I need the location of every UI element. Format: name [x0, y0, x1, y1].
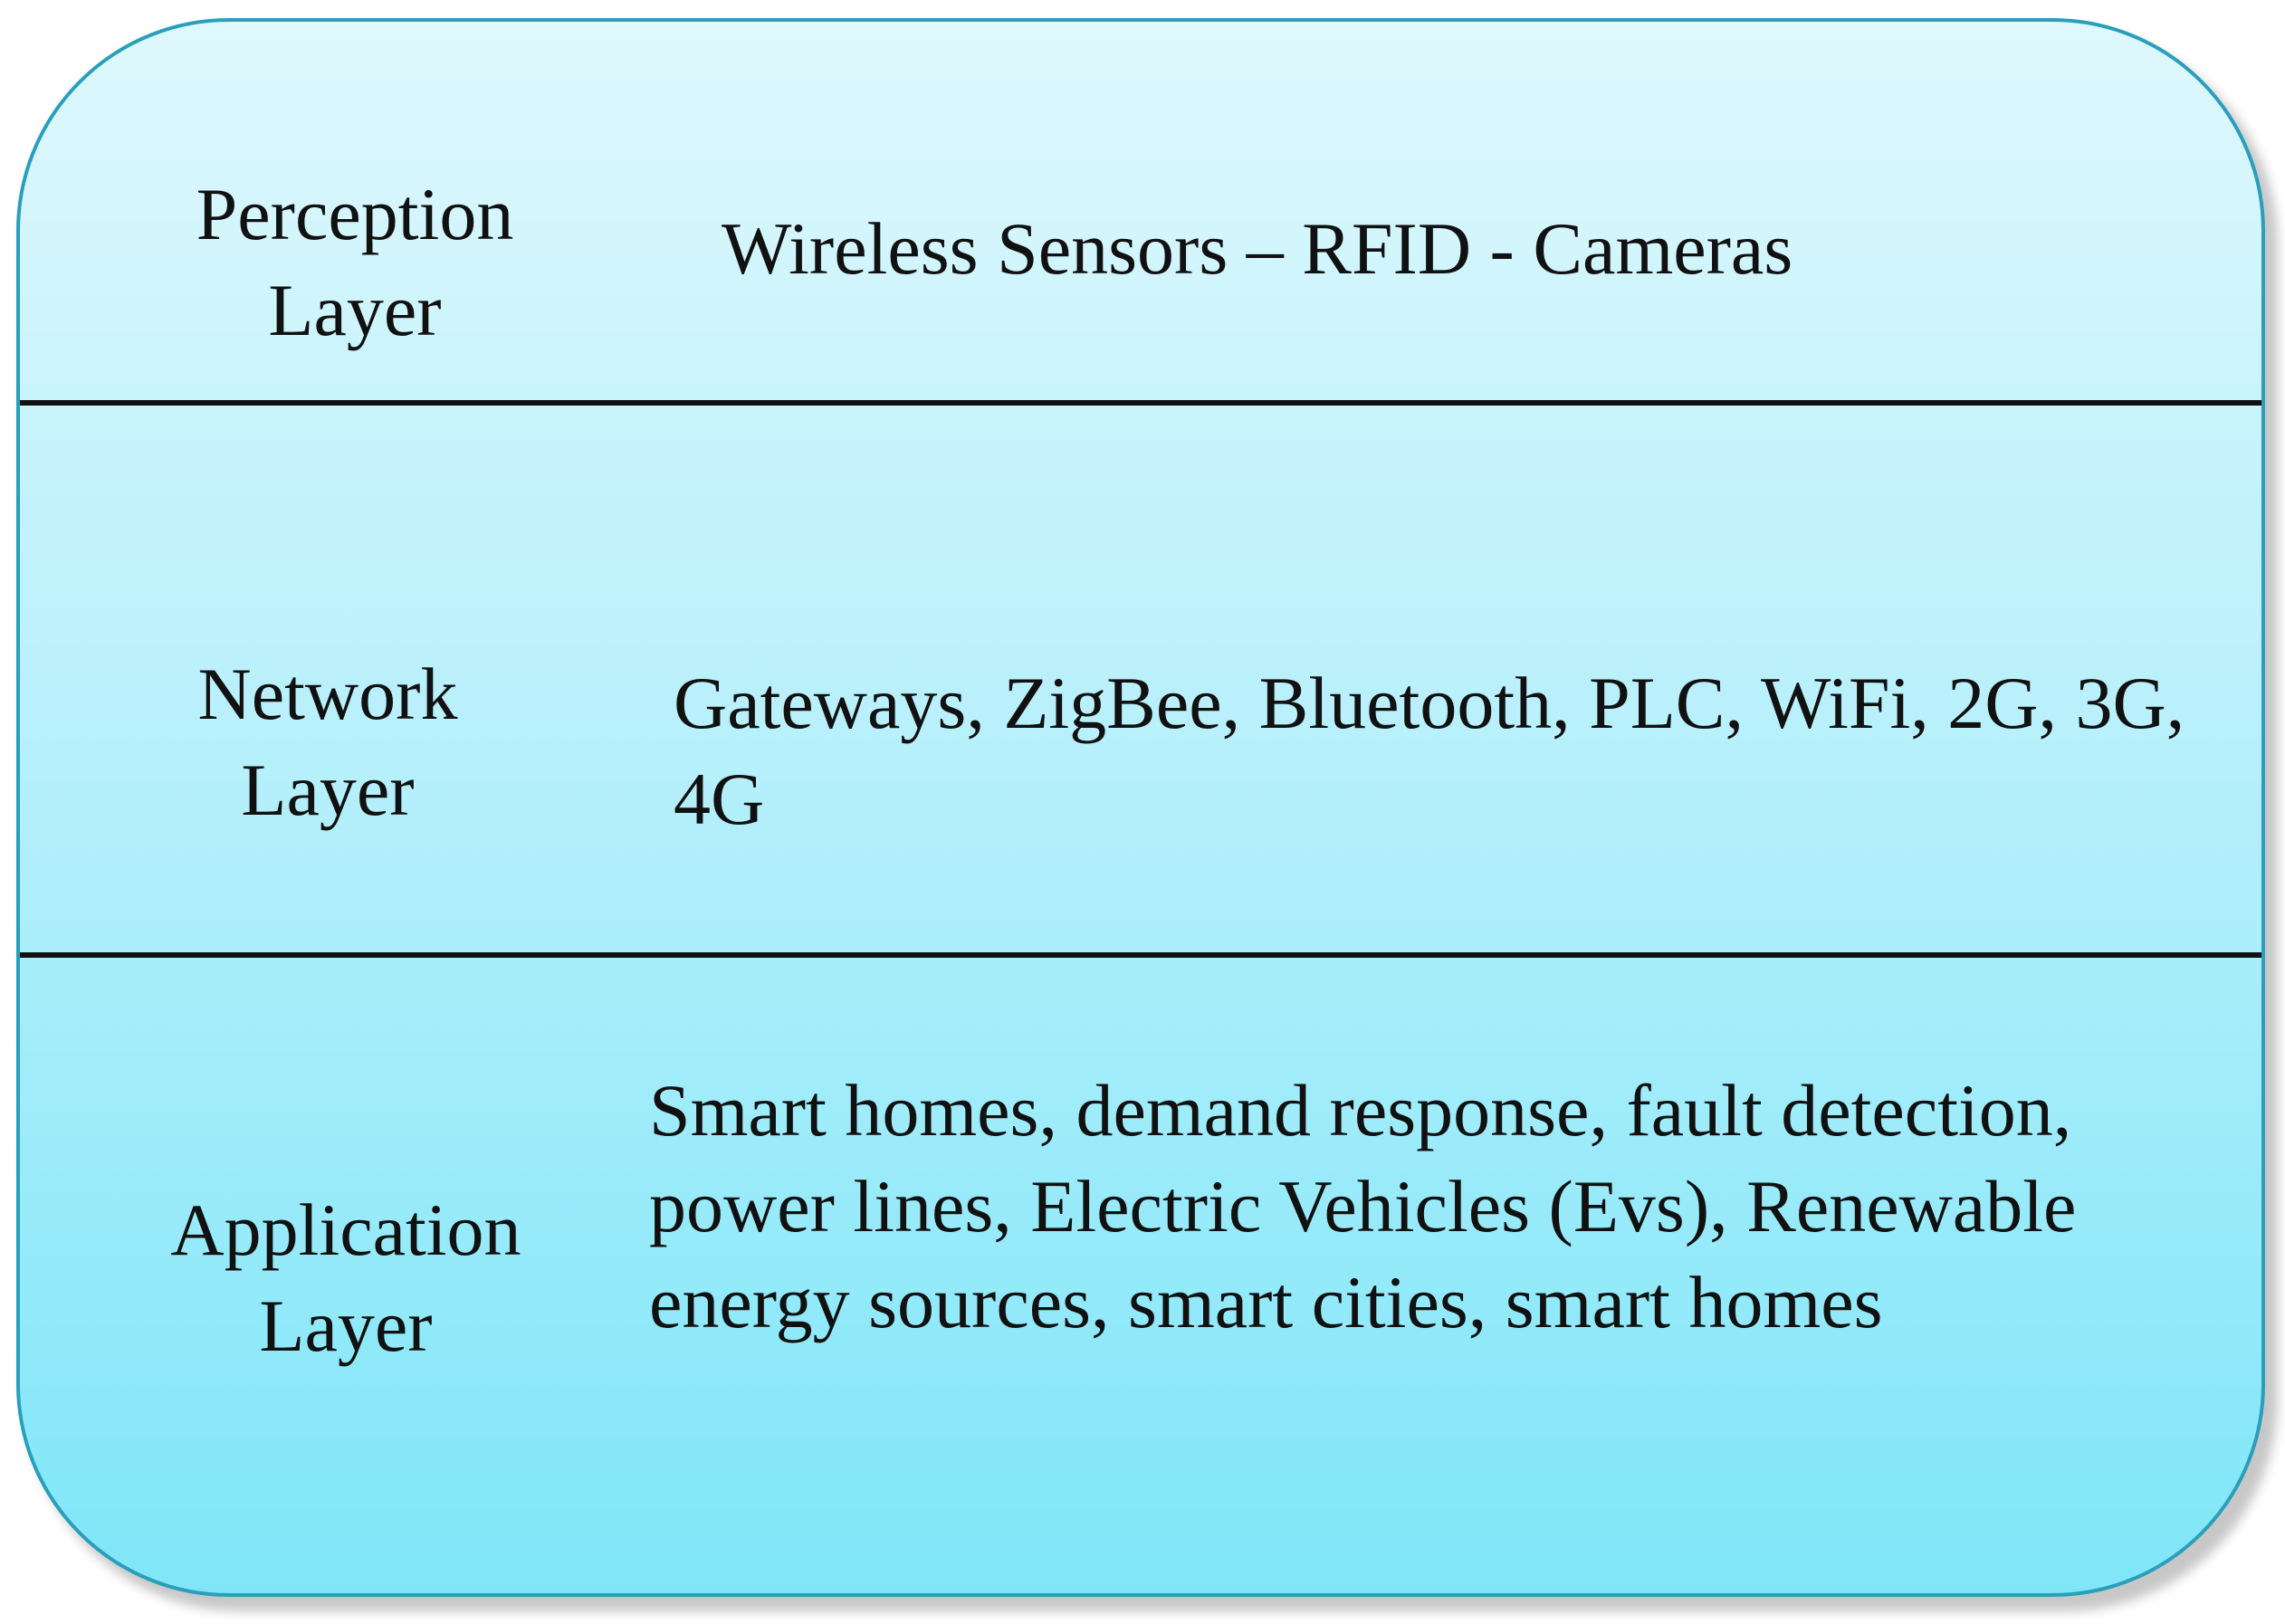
- application-layer-description: Smart homes, demand response, fault dete…: [649, 1069, 2077, 1343]
- iot-layers-panel: Perception Layer Wireless Sensors – RFID…: [16, 18, 2265, 1597]
- layer-divider-2: [20, 952, 2261, 958]
- perception-layer-description: Wireless Sensors – RFID - Cameras: [722, 207, 1793, 290]
- application-layer-label: Application Layer: [170, 1189, 521, 1367]
- layer-divider-1: [20, 400, 2261, 406]
- perception-layer-label: Perception Layer: [196, 173, 514, 351]
- network-layer-label: Network Layer: [197, 653, 458, 831]
- network-layer-description: Gateways, ZigBee, Bluetooth, PLC, WiFi, …: [674, 662, 2185, 840]
